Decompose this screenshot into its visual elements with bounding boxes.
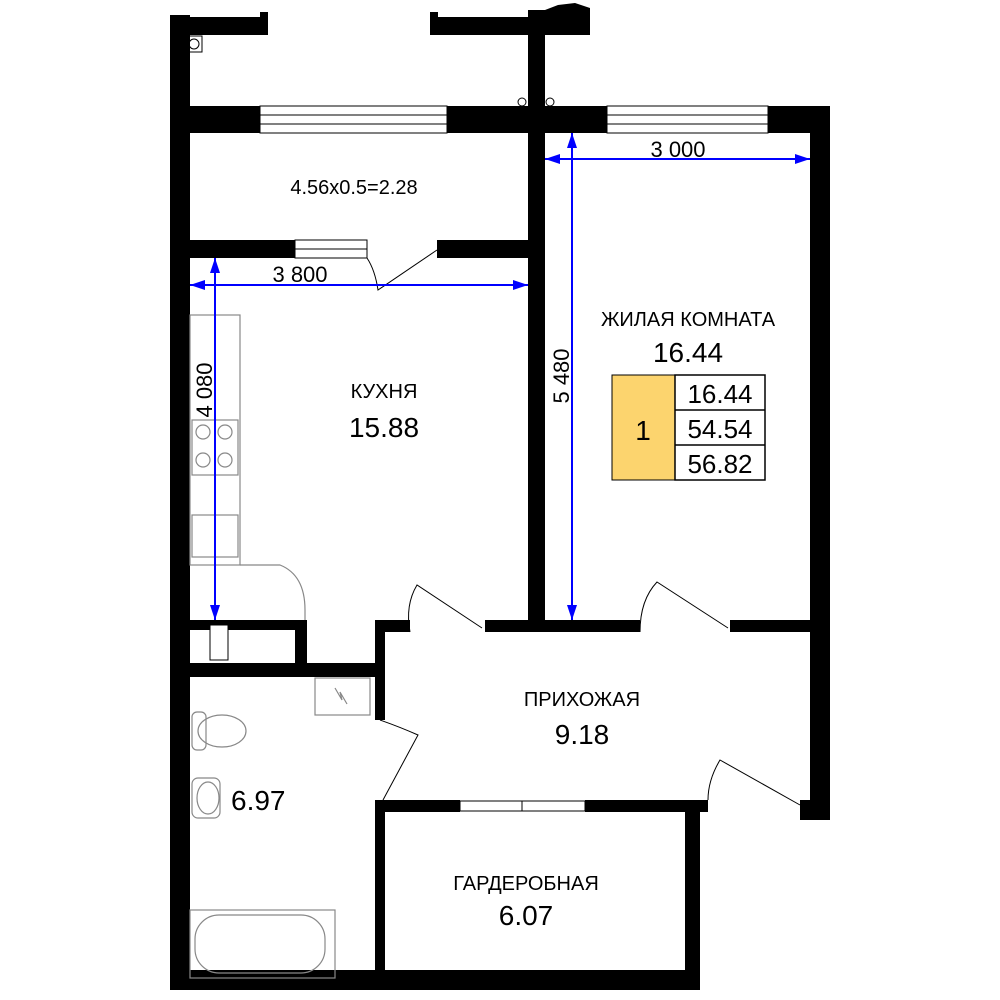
- doors: [366, 249, 801, 806]
- dimension-lines: [190, 133, 810, 620]
- wardrobe-area: 6.07: [499, 900, 554, 931]
- balcony-area: 4.56x0.5=2.28: [290, 177, 417, 199]
- living-room-area: 16.44: [653, 337, 723, 368]
- hallway-label: ПРИХОЖАЯ: [524, 689, 640, 711]
- windows: [259, 105, 769, 812]
- total-area-with-balcony-value: 56.82: [687, 449, 752, 479]
- living-length-dimension: 5 480: [549, 348, 574, 403]
- total-area-value: 54.54: [687, 414, 752, 444]
- rooms-count: 1: [635, 415, 651, 446]
- living-area-value: 16.44: [687, 379, 752, 409]
- living-width-dimension: 3 000: [650, 137, 705, 162]
- bathroom-area: 6.97: [231, 785, 286, 816]
- walls: [170, 3, 830, 990]
- kitchen-area: 15.88: [349, 412, 419, 443]
- living-room-label: ЖИЛАЯ КОМНАТА: [601, 309, 776, 331]
- hallway-area: 9.18: [555, 719, 610, 750]
- area-summary-key: 1 16.44 54.54 56.82: [611, 374, 766, 481]
- kitchen-width-dimension: 3 800: [272, 262, 327, 287]
- wardrobe-label: ГАРДЕРОБНАЯ: [453, 873, 599, 895]
- kitchen-length-dimension: 4 080: [192, 362, 217, 417]
- kitchen-label: КУХНЯ: [351, 381, 418, 403]
